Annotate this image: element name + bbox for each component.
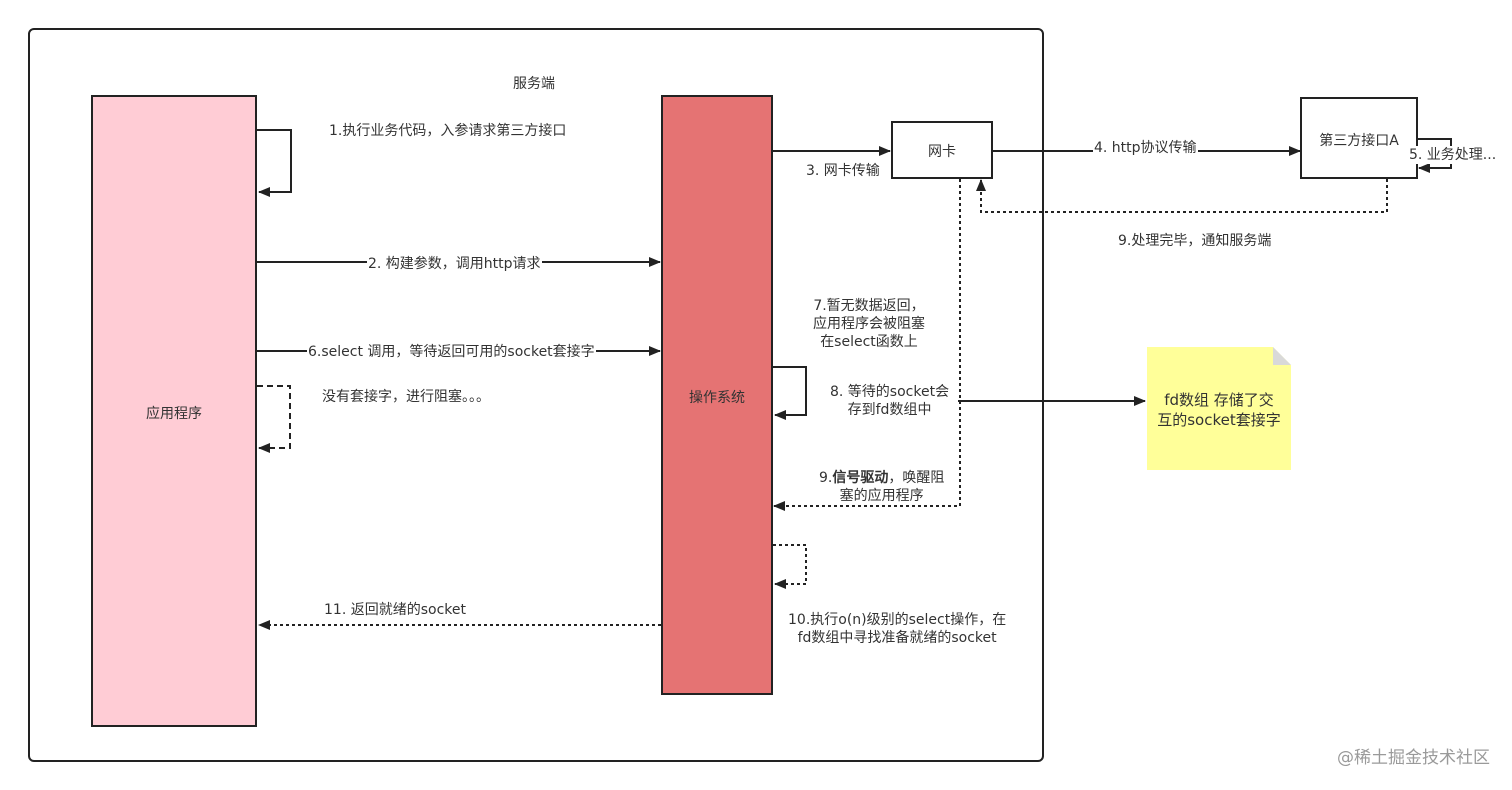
third-party-label: 第三方接口A: [1319, 133, 1399, 149]
step-3-label: 3. 网卡传输: [806, 163, 880, 179]
arrow-step-9b: [773, 179, 961, 511]
note-line-2: 互的socket套接字: [1157, 411, 1281, 429]
note-line-1: fd数组 存储了交: [1164, 391, 1274, 409]
step-8-line-1: 8. 等待的socket会: [830, 384, 950, 400]
step-9b-line-1: 9.信号驱动，唤醒阻: [819, 469, 944, 487]
third-party-box: [1300, 97, 1418, 179]
step-5-label: 5. 业务处理...: [1408, 146, 1498, 164]
arrow-step-8: [773, 366, 807, 420]
step-6b-label: 没有套接字，进行阻塞。。。: [322, 389, 490, 405]
step-9b-line-2: 塞的应用程序: [839, 488, 924, 504]
step-9b-label: 9.信号驱动，唤醒阻 塞的应用程序: [818, 469, 946, 505]
step-9b-bold: 信号驱动: [832, 470, 889, 486]
step-11-label: 11. 返回就绪的socket: [324, 602, 466, 618]
arrow-step-10: [773, 544, 807, 589]
arrow-step-9a: [976, 179, 1388, 213]
app-label: 应用程序: [146, 406, 202, 422]
step-7-line-1: 7.暂无数据返回，: [813, 298, 925, 314]
step-8-line-2: 存到fd数组中: [847, 402, 932, 418]
step-7-line-2: 应用程序会被阻塞: [813, 316, 925, 332]
nic-box: [891, 121, 993, 179]
step-10-line-2: fd数组中寻找准备就绪的socket: [797, 630, 997, 646]
fd-array-note-text: fd数组 存储了交 互的socket套接字: [1147, 390, 1291, 430]
step-1-label: 1.执行业务代码，入参请求第三方接口: [329, 123, 567, 139]
server-group-container: [28, 28, 1044, 762]
note-fold: [1273, 347, 1291, 365]
server-group-title: 服务端: [513, 76, 555, 92]
step-2-label: 2. 构建参数，调用http请求: [367, 255, 542, 273]
os-box: [661, 95, 773, 695]
step-9b-prefix: 9.: [819, 470, 833, 486]
step-9a-label: 9.处理完毕，通知服务端: [1118, 233, 1272, 249]
step-10-line-1: 10.执行o(n)级别的select操作，在: [788, 612, 1007, 628]
step-6-label: 6.select 调用，等待返回可用的socket套接字: [307, 343, 596, 361]
fd-array-note: [1147, 347, 1291, 470]
os-label: 操作系统: [689, 390, 745, 406]
watermark: @稀土掘金技术社区: [1337, 748, 1490, 768]
app-box: [91, 95, 257, 727]
nic-label: 网卡: [928, 144, 956, 160]
step-7-label: 7.暂无数据返回， 应用程序会被阻塞 在select函数上: [813, 297, 925, 351]
step-7-line-3: 在select函数上: [820, 334, 918, 350]
arrow-step-1: [257, 129, 292, 197]
step-10-label: 10.执行o(n)级别的select操作，在 fd数组中寻找准备就绪的socke…: [788, 611, 1006, 647]
step-9b-rest: ，唤醒阻: [888, 470, 945, 486]
arrow-blocking-loop: [257, 385, 291, 453]
step-8-label: 8. 等待的socket会 存到fd数组中: [829, 383, 951, 419]
step-4-label: 4. http协议传输: [1093, 139, 1198, 157]
